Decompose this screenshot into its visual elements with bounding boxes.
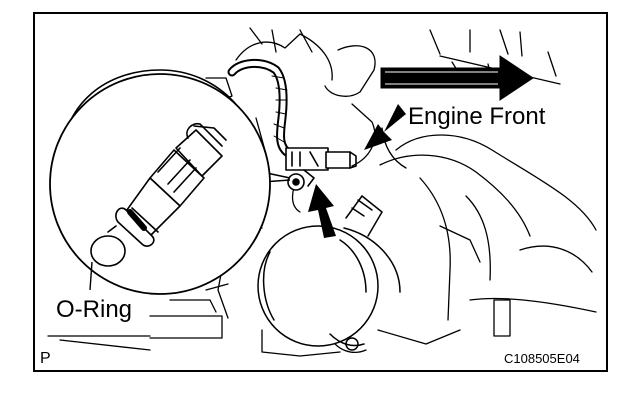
o-ring-label: O-Ring [56,296,132,323]
figure-code: C108505E04 [504,351,580,366]
engine-background-linework [47,27,597,357]
engine-front-label: Engine Front [408,103,546,130]
starter-motor [257,194,401,351]
arrow-right-icon [380,55,534,101]
arrow-pointer-icon [308,184,336,238]
crank-position-sensor-closeup [90,122,227,267]
arrow-pointer-icon [364,104,406,150]
wiring-harness [227,59,295,159]
corner-letter: P [40,350,51,367]
o-ring-leader-line [89,261,93,291]
sensor-connector [285,147,357,191]
figure-frame [33,12,608,372]
